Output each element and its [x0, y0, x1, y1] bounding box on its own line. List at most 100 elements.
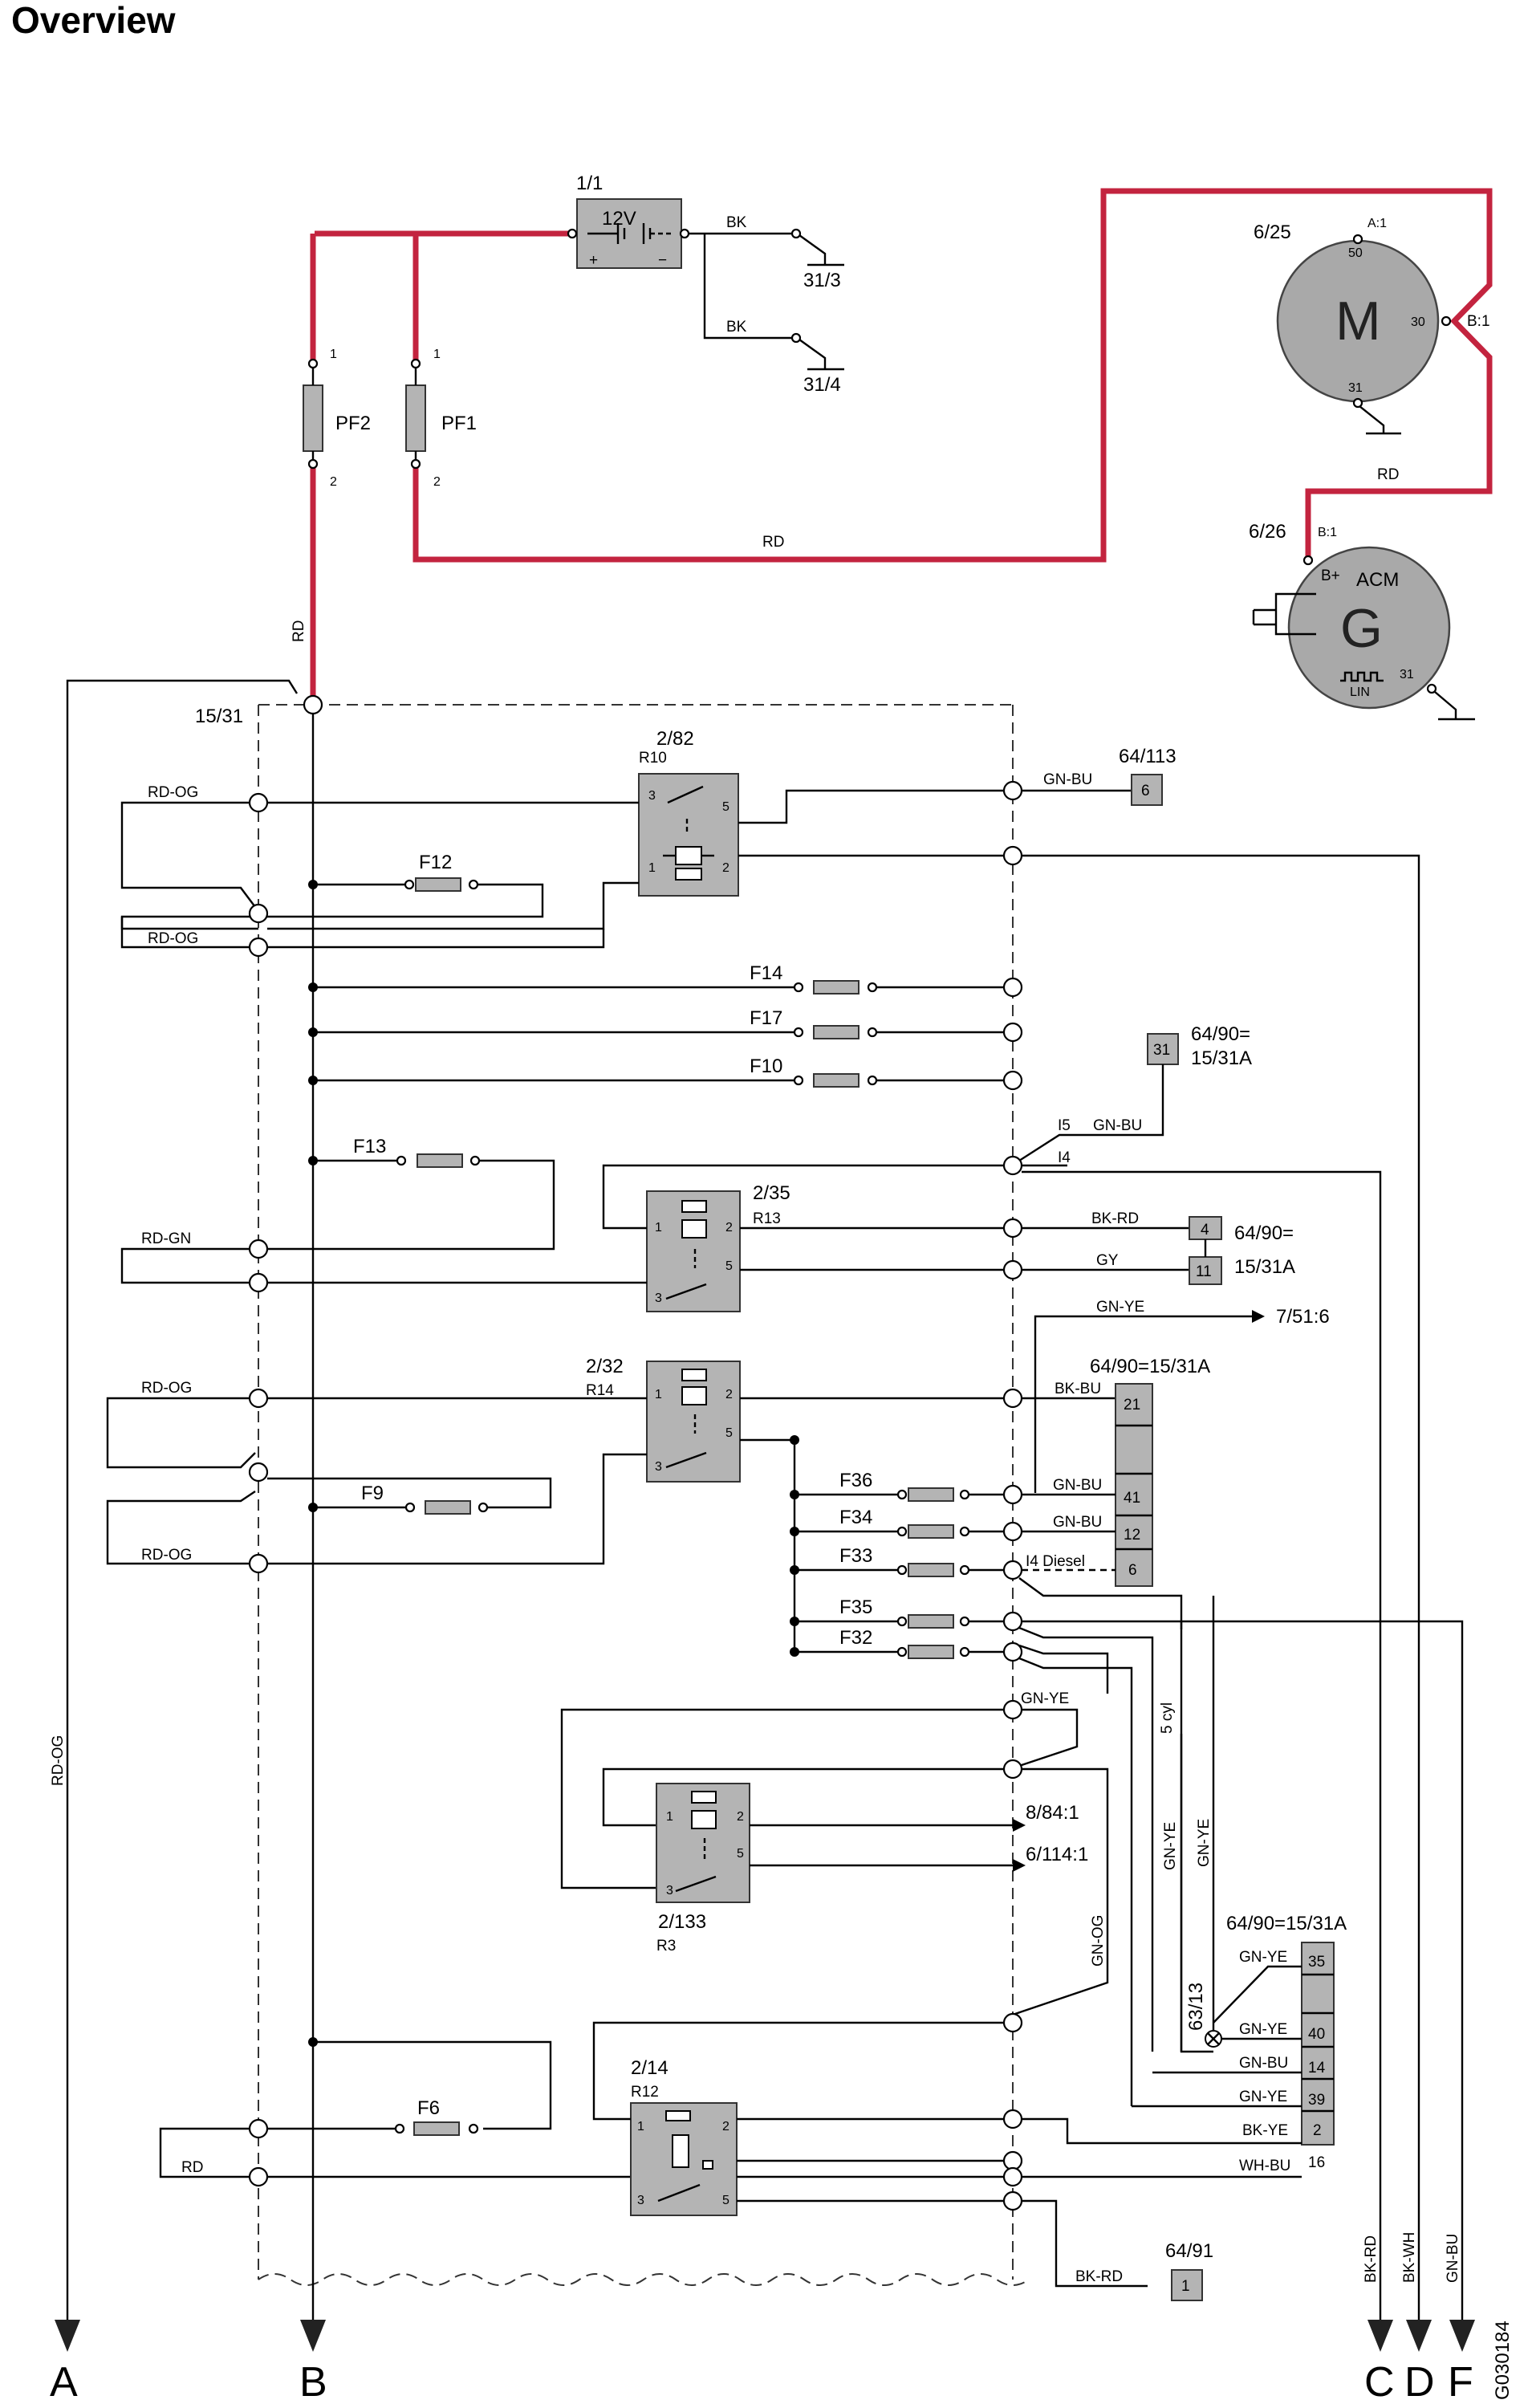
wire-color-label: WH-BU — [1239, 2158, 1290, 2174]
wire-color-label: GN-BU — [1053, 1514, 1102, 1531]
connector-64-90-pin31: 31 64/90= 15/31A I5 GN-BU — [1018, 1023, 1252, 1162]
bus-b: B — [299, 714, 327, 2406]
wire-color-label: BK-WH — [1401, 2232, 1418, 2283]
wire-color-label: BK-RD — [1075, 2268, 1123, 2285]
svg-text:2/35: 2/35 — [753, 1182, 790, 1204]
svg-text:30: 30 — [1411, 315, 1425, 329]
svg-text:3: 3 — [648, 789, 656, 803]
relay-2-35: 2/35 R13 1 2 5 3 — [646, 1182, 790, 1312]
svg-text:41: 41 — [1124, 1490, 1140, 1507]
svg-text:15/31A: 15/31A — [1234, 1256, 1295, 1278]
svg-text:2: 2 — [725, 1388, 733, 1401]
wire-color-label: RD-OG — [148, 930, 198, 947]
wire-color-label: GN-BU — [1239, 2055, 1288, 2072]
svg-text:5: 5 — [722, 2194, 729, 2207]
starter-ref: 6/25 — [1254, 222, 1291, 243]
wire-color-label: RD — [181, 2159, 203, 2176]
svg-text:12: 12 — [1124, 1527, 1140, 1544]
output-d: D — [1404, 2359, 1435, 2406]
connector-64-90-block-c: 64/90=15/31A 21 41 12 6 — [1090, 1356, 1210, 1587]
page-title: Overview — [11, 0, 176, 41]
wire-color-label: BK — [726, 214, 747, 231]
svg-text:5: 5 — [722, 800, 729, 814]
output-a: A — [50, 2359, 78, 2406]
svg-text:A:1: A:1 — [1367, 217, 1387, 230]
ground-label: 31/3 — [803, 270, 841, 291]
svg-text:6: 6 — [1128, 1562, 1137, 1579]
fuse-label: PF2 — [335, 413, 371, 434]
svg-text:5 cyl: 5 cyl — [1159, 1702, 1176, 1734]
svg-text:1: 1 — [1181, 2278, 1190, 2295]
svg-text:3: 3 — [655, 1460, 662, 1474]
alternator-name: ACM — [1356, 569, 1399, 591]
svg-text:50: 50 — [1348, 246, 1363, 260]
svg-text:F36: F36 — [839, 1470, 872, 1491]
wire-color-label: BK-BU — [1055, 1381, 1101, 1397]
svg-text:14: 14 — [1308, 2060, 1326, 2076]
wire-color-label: RD — [291, 620, 307, 642]
figure-id: G030184 — [1492, 2321, 1514, 2400]
wire-color-label: BK-RD — [1363, 2235, 1380, 2283]
wire-color-label: GN-YE — [1196, 1819, 1213, 1867]
relay-2-82: 2/82 R10 3 5 1 2 — [638, 728, 739, 897]
svg-text:31: 31 — [1400, 668, 1414, 681]
svg-text:F9: F9 — [361, 1483, 384, 1504]
battery: 1/1 12V + − — [567, 173, 690, 269]
svg-text:5: 5 — [725, 1426, 733, 1440]
svg-text:I4: I4 — [1058, 1149, 1071, 1166]
svg-text:11: 11 — [1196, 1263, 1212, 1280]
connector-64-90-pins-4-11: 4 11 64/90= 15/31A — [1189, 1216, 1295, 1285]
wire-color-label: RD-OG — [141, 1547, 192, 1564]
svg-text:40: 40 — [1308, 2026, 1325, 2043]
fuse-row-f10: F10 — [308, 1056, 1023, 1091]
svg-text:2: 2 — [330, 475, 337, 489]
svg-text:R12: R12 — [631, 2084, 659, 2101]
svg-text:R13: R13 — [753, 1210, 781, 1227]
battery-supply-wires — [310, 188, 1493, 705]
svg-text:6: 6 — [1141, 783, 1150, 799]
svg-text:2: 2 — [722, 2120, 729, 2133]
wire-color-label: GN-YE — [1239, 1949, 1287, 1966]
svg-text:1: 1 — [655, 1388, 662, 1401]
svg-text:1: 1 — [433, 348, 441, 361]
svg-text:63/13: 63/13 — [1185, 1983, 1207, 2031]
svg-text:5: 5 — [725, 1259, 733, 1273]
wire-color-label: GN-YE — [1021, 1690, 1069, 1707]
svg-text:4: 4 — [1201, 1222, 1209, 1239]
svg-text:64/90=15/31A: 64/90=15/31A — [1090, 1356, 1210, 1377]
i4-diesel-label: I4 Diesel — [1026, 1553, 1085, 1570]
svg-text:5: 5 — [737, 1847, 744, 1861]
wire-color-label: GN-BU — [1053, 1477, 1102, 1494]
fuse-row-f36: F36 — [790, 1470, 1023, 1505]
wire-color-label: GN-BU — [1043, 771, 1092, 788]
wire-color-label: RD — [762, 534, 784, 551]
wire-color-label: RD-OG — [50, 1735, 67, 1786]
svg-text:6/114:1: 6/114:1 — [1026, 1844, 1088, 1865]
svg-text:F6: F6 — [417, 2097, 440, 2119]
output-b: B — [299, 2359, 327, 2406]
svg-text:31: 31 — [1348, 381, 1363, 395]
svg-text:F14: F14 — [750, 962, 782, 984]
relay-2-133: 1 2 5 3 2/133 R3 — [656, 1783, 750, 1954]
wire-color-label: GN-YE — [1239, 2021, 1287, 2038]
svg-text:F32: F32 — [839, 1627, 872, 1649]
svg-text:F17: F17 — [750, 1007, 782, 1029]
svg-text:R10: R10 — [639, 750, 667, 767]
svg-text:3: 3 — [666, 1884, 673, 1898]
svg-text:64/91: 64/91 — [1165, 2240, 1213, 2262]
ground-label: 31/4 — [803, 374, 841, 396]
starter-motor: 6/25 M A:1 50 30 B:1 31 RD — [1254, 217, 1490, 483]
fuse-f13: F13 — [267, 1136, 555, 1251]
wire-color-label: GN-YE — [1096, 1299, 1144, 1316]
svg-text:I5: I5 — [1058, 1117, 1071, 1134]
svg-text:39: 39 — [1308, 2092, 1325, 2109]
outputs-cdf: BK-RD BK-WH GN-BU C D F G030184 — [1363, 2232, 1514, 2406]
alternator-ref: 6/26 — [1249, 521, 1286, 543]
svg-text:B:1: B:1 — [1318, 526, 1337, 539]
output-f: F — [1448, 2359, 1473, 2406]
wire-color-label: GN-BU — [1445, 2234, 1461, 2283]
wire-color-label: RD — [1377, 466, 1399, 483]
fuse-label: PF1 — [441, 413, 477, 434]
svg-text:3: 3 — [655, 1291, 662, 1305]
svg-text:F34: F34 — [839, 1507, 872, 1528]
